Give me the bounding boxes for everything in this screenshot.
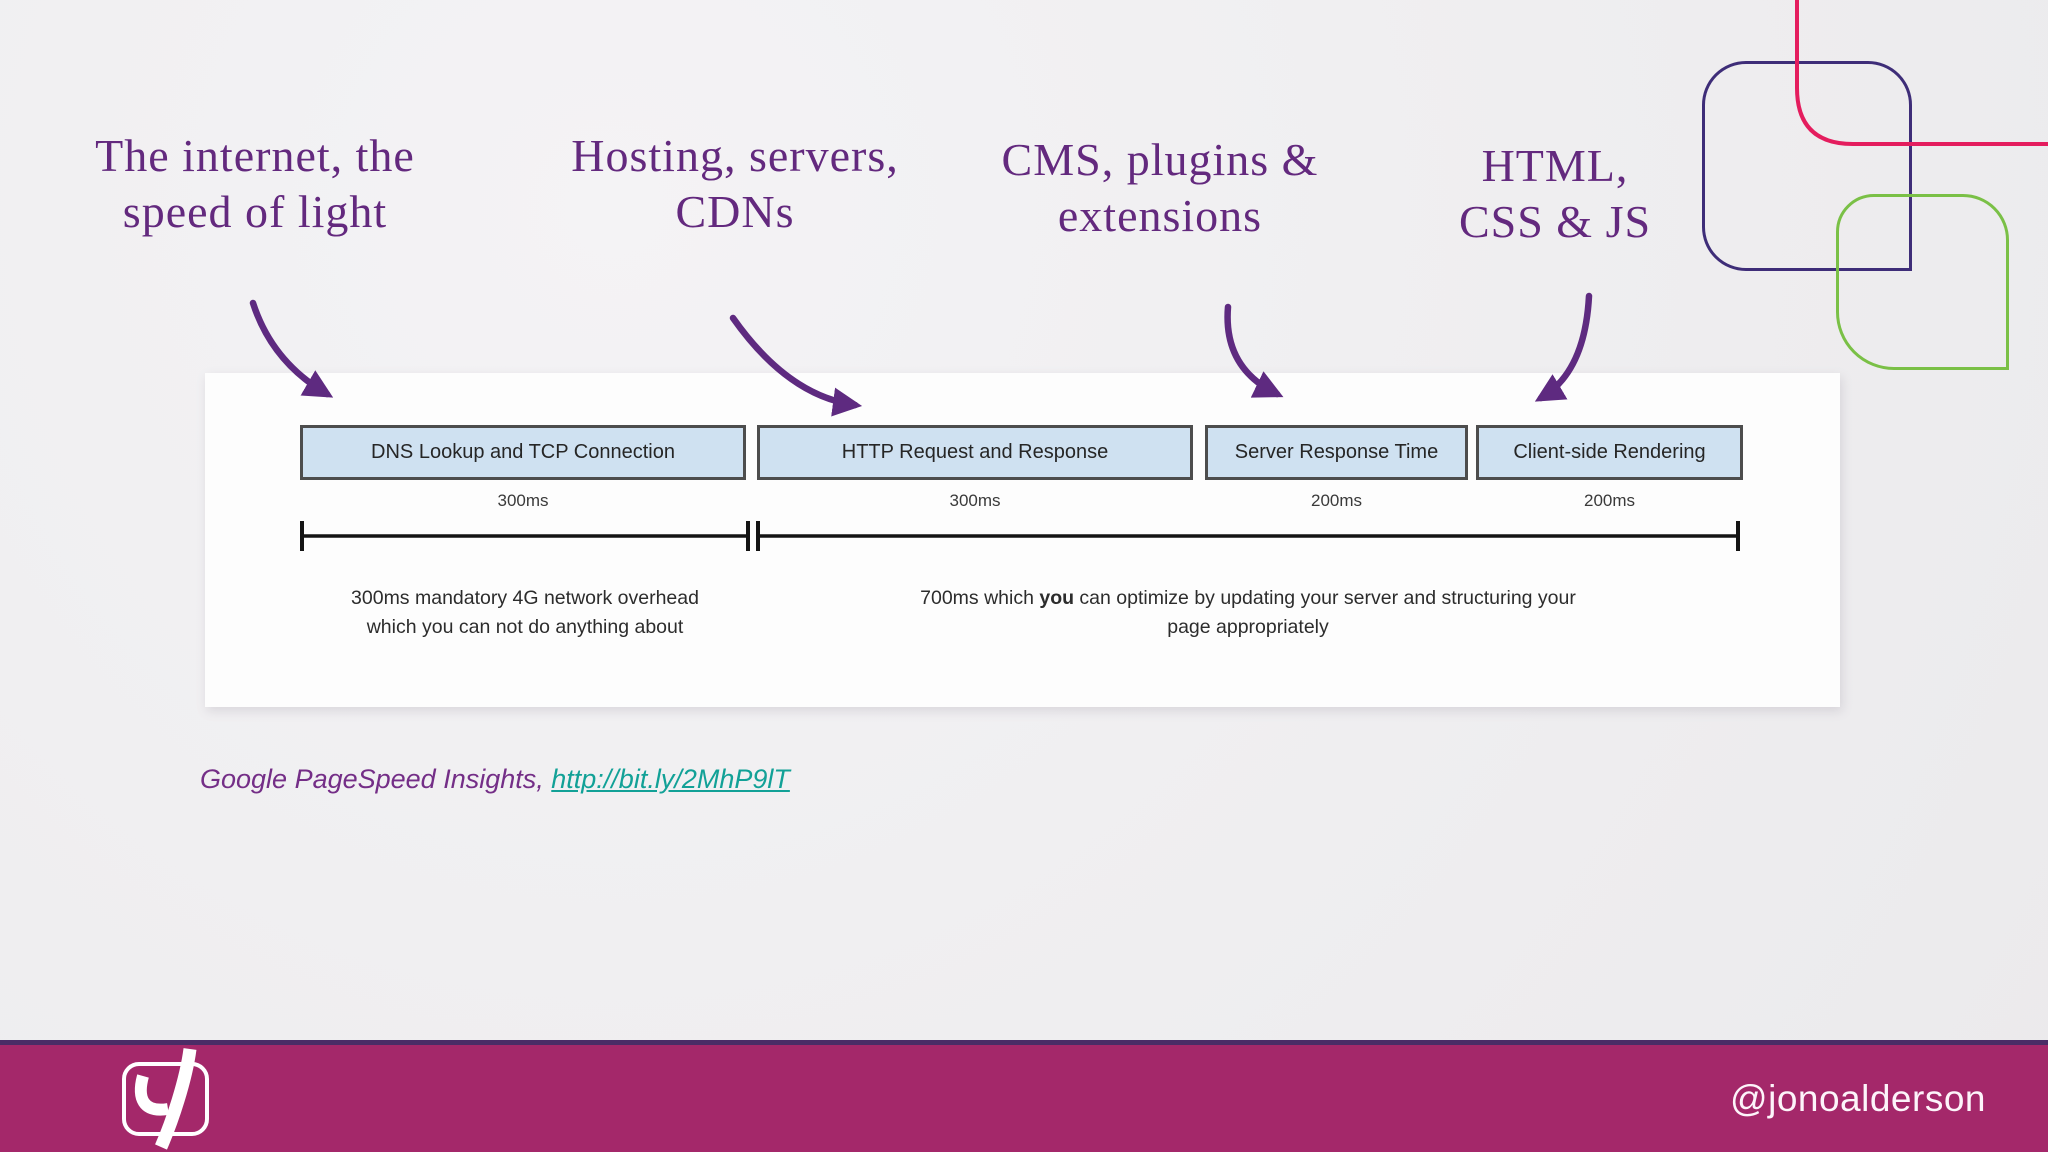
twitter-handle: @jonoalderson — [1730, 1078, 1986, 1119]
annotation-cms-plugins-extensions: CMS, plugins & extensions — [955, 132, 1365, 244]
footer-bar — [0, 1045, 2048, 1152]
citation-link[interactable]: http://bit.ly/2MhP9lT — [551, 764, 790, 794]
annotation-line: CMS, plugins & — [1001, 134, 1319, 185]
annotation-line: HTML, — [1481, 140, 1629, 191]
annotation-line: speed of light — [122, 186, 388, 238]
annotation-line: CDNs — [675, 186, 795, 238]
annotation-internet-speed-of-light: The internet, the speed of light — [30, 128, 480, 240]
annotation-line: The internet, the — [95, 130, 415, 181]
phase-box-http: HTTP Request and Response — [757, 425, 1193, 480]
caption-optimizable: 700ms which you can optimize by updating… — [798, 584, 1698, 642]
yoast-logo-icon — [110, 1046, 210, 1150]
duration-label: 200ms — [1583, 491, 1636, 510]
caption-line: which you can not do anything about — [366, 616, 684, 638]
citation-source: Google PageSpeed Insights, — [200, 764, 552, 794]
footer-separator-line — [0, 1040, 2048, 1045]
caption-text: can optimize by updating your server and… — [1074, 587, 1576, 609]
caption-line: page appropriately — [1167, 616, 1329, 638]
caption-bold-you: you — [1039, 587, 1075, 609]
duration-label: 200ms — [1310, 491, 1363, 510]
phase-box-server-response: Server Response Time — [1205, 425, 1468, 480]
diagram-panel — [205, 373, 1840, 707]
annotation-line: Hosting, servers, — [571, 130, 899, 181]
duration-label: 300ms — [949, 491, 1001, 510]
caption-network-overhead: 300ms mandatory 4G network overhead whic… — [265, 584, 785, 642]
duration-label: 300ms — [497, 491, 549, 510]
annotation-line: extensions — [1057, 190, 1263, 242]
phase-box-client-rendering: Client-side Rendering — [1476, 425, 1743, 480]
caption-text: 700ms which — [920, 587, 1040, 609]
decor-rounded-square-green — [1836, 194, 2009, 370]
caption-line: 300ms mandatory 4G network overhead — [351, 587, 699, 609]
phase-box-dns-tcp: DNS Lookup and TCP Connection — [300, 425, 746, 480]
annotation-html-css-js: HTML, CSS & JS — [1370, 138, 1740, 250]
annotation-hosting-servers-cdns: Hosting, servers, CDNs — [515, 128, 955, 240]
annotation-line: CSS & JS — [1458, 196, 1652, 248]
citation: Google PageSpeed Insights, http://bit.ly… — [200, 764, 790, 795]
